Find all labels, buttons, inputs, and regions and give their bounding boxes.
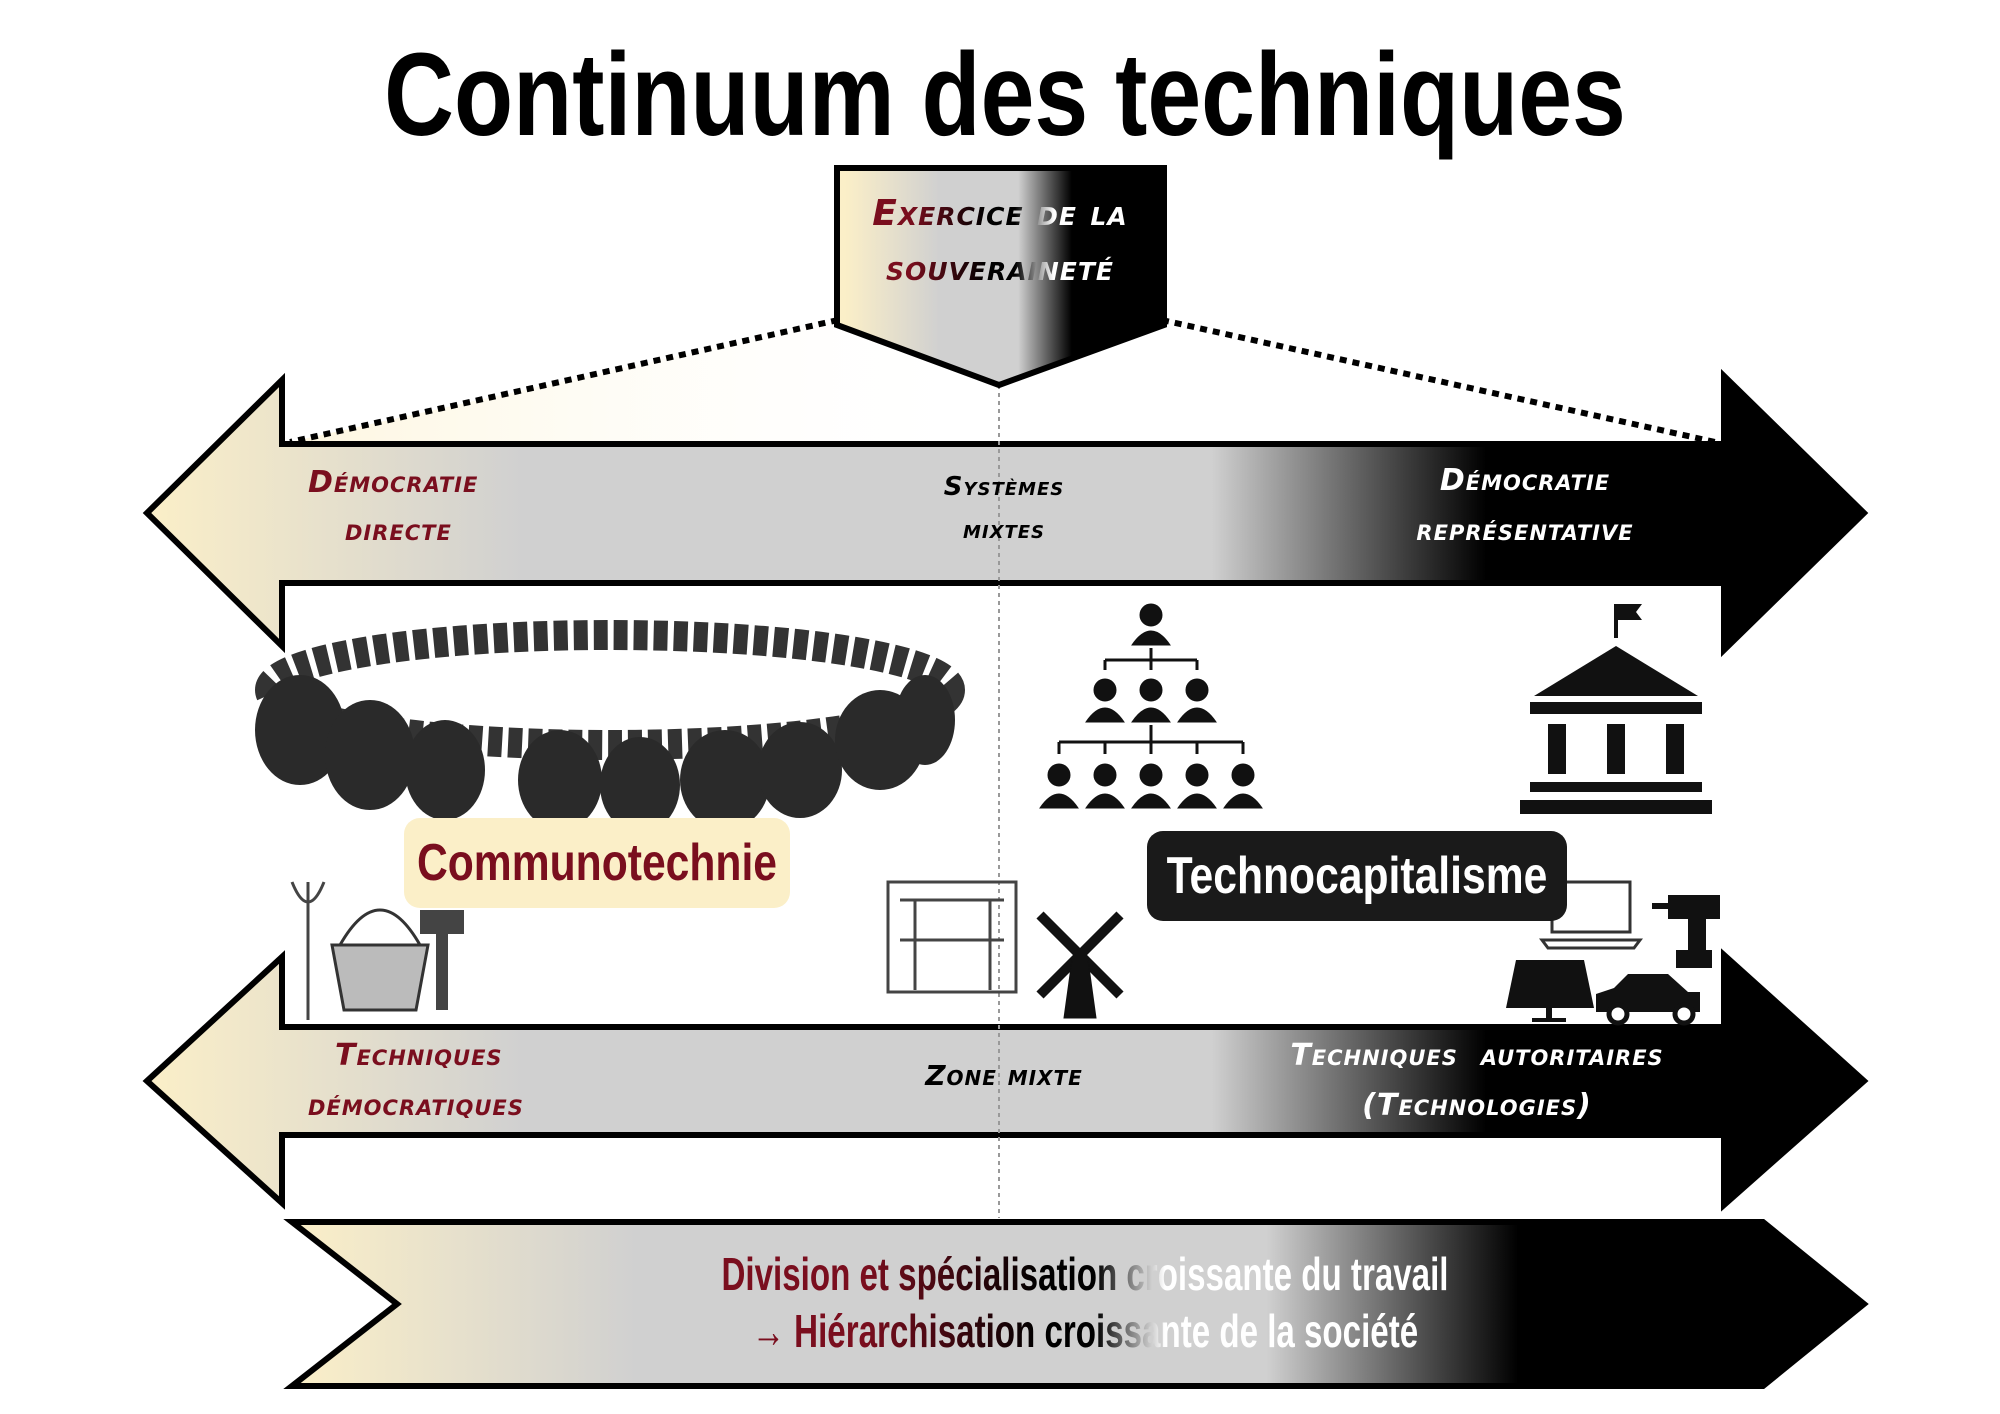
label-authoritarian-techniques-2: (Technologies) (1362, 1088, 1592, 1123)
basket-icon (330, 908, 430, 1012)
banner-line2: souveraineté (886, 248, 1114, 289)
communotechnie-pill (404, 818, 790, 908)
government-building-icon (1520, 604, 1712, 814)
label-representative-democracy-2: représentative (1416, 513, 1633, 548)
communotechnie-label: Communotechnie (417, 834, 777, 892)
dotted-line-left (289, 317, 839, 445)
sovereignty-cone (290, 320, 999, 442)
drill-icon (1652, 895, 1720, 968)
label-direct-democracy: Démocratie (308, 465, 478, 500)
label-representative-democracy: Démocratie (1440, 463, 1610, 498)
solar-panel-icon (1506, 960, 1594, 1022)
chevron-line1: Division et spécialisation croissante du… (721, 1250, 1448, 1300)
pitchfork-icon (290, 881, 326, 1020)
bottom-double-arrow (142, 948, 1869, 1212)
banner-line1: Exercice de la (872, 193, 1127, 234)
label-democratic-techniques: Techniques (335, 1038, 503, 1073)
technocapitalisme-label: Technocapitalisme (1167, 847, 1548, 905)
label-authoritarian-techniques: Techniques autoritaires (1290, 1038, 1663, 1073)
label-mixed-systems-2: mixtes (963, 515, 1045, 545)
page-title: Continuum des techniques (384, 28, 1626, 160)
car-icon (1596, 974, 1700, 1026)
labour-division-chevron (283, 1219, 1869, 1389)
top-double-arrow (142, 368, 1869, 658)
label-direct-democracy-2: directe (345, 513, 452, 548)
windmill-icon (1036, 911, 1124, 1019)
sovereignty-banner (834, 165, 1167, 389)
dotted-line-right (1161, 317, 1716, 445)
hammer-icon (420, 910, 464, 1010)
chevron-line2: → Hiérarchisation croissante de la socié… (752, 1307, 1418, 1357)
bottom-arrow-strip-lower (285, 1138, 1721, 1202)
label-mixed-zone: Zone mixte (924, 1059, 1083, 1092)
label-mixed-systems: Systèmes (944, 472, 1064, 502)
loom-icon (886, 880, 1018, 994)
hierarchy-icon (1039, 603, 1263, 809)
technocapitalisme-pill (1147, 831, 1567, 921)
label-democratic-techniques-2: démocratiques (308, 1088, 524, 1123)
assembly-crowd-image (255, 620, 965, 833)
